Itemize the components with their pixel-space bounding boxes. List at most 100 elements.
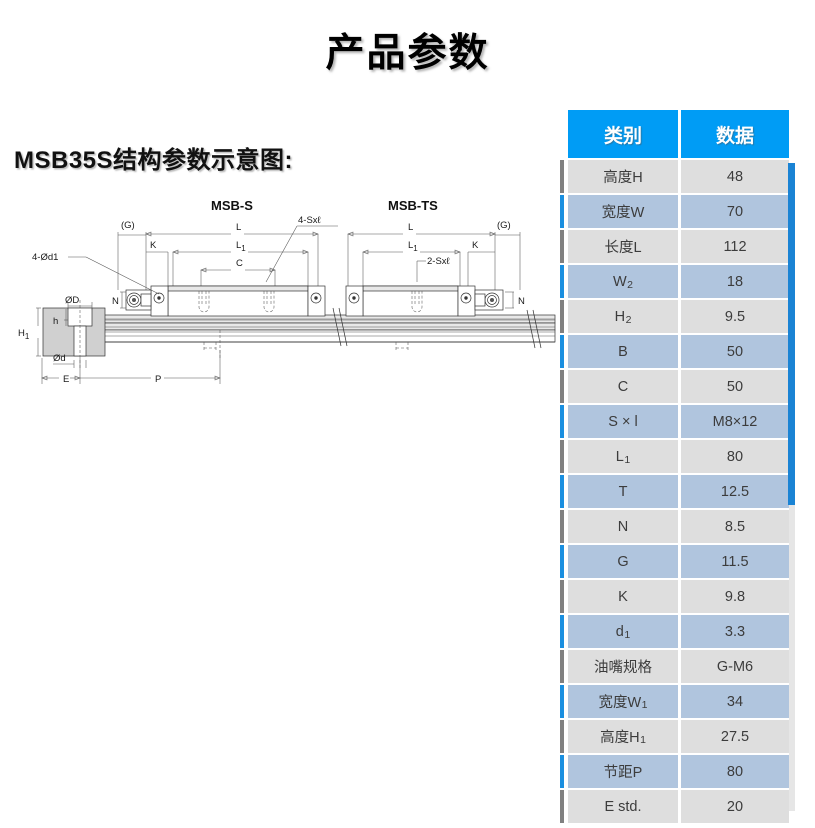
table-cell-value: 34 [681, 685, 789, 718]
table-cell-value: 80 [681, 755, 789, 788]
table-cell-category: 高度H [568, 160, 678, 193]
table-row: E std.20 [560, 790, 800, 823]
diagram-label-l1-left: L1 [236, 240, 246, 253]
table-cell-category-subscript: 2 [625, 313, 632, 326]
table-cell-value: 20 [681, 790, 789, 823]
table-cell-category: 节距P [568, 755, 678, 788]
diagram-label-k-right: K [472, 240, 479, 251]
table-cell-category: 油嘴规格 [568, 650, 678, 683]
diagram-label-4-od1: 4-Ød1 [32, 252, 58, 263]
table-cell-category: G [568, 545, 678, 578]
diagram-label-od-small: Ød [53, 353, 66, 364]
row-accent-bar [560, 440, 564, 473]
table-cell-value: G-M6 [681, 650, 789, 683]
table-cell-value: 50 [681, 370, 789, 403]
table-cell-value: M8×12 [681, 405, 789, 438]
table-cell-value: 12.5 [681, 475, 789, 508]
table-cell-category-subscript: 1 [641, 698, 648, 711]
row-accent-bar [560, 230, 564, 263]
table-cell-value: 80 [681, 440, 789, 473]
diagram-label-l-right: L [408, 222, 413, 233]
table-cell-value: 48 [681, 160, 789, 193]
diagram-label-od: ØD [65, 295, 79, 306]
row-accent-bar [560, 510, 564, 543]
row-accent-bar [560, 790, 564, 823]
page-title: 产品参数 [325, 32, 490, 75]
diagram-view-label-msb-ts: MSB-TS [388, 198, 438, 213]
diagram-label-h: h [53, 316, 58, 327]
table-cell-value: 3.3 [681, 615, 789, 648]
row-accent-bar [560, 335, 564, 368]
table-cell-category-subscript: 2 [627, 278, 634, 291]
diagram-label-k-left: K [150, 240, 157, 251]
diagram-label-g-left: (G) [121, 220, 135, 231]
table-header-category: 类别 [568, 110, 678, 158]
table-cell-category: B [568, 335, 678, 368]
diagram-label-l-left: L [236, 222, 241, 233]
table-cell-category: 长度L [568, 230, 678, 263]
table-cell-category: K [568, 580, 678, 613]
row-accent-bar [560, 195, 564, 228]
table-cell-value: 8.5 [681, 510, 789, 543]
table-cell-value: 27.5 [681, 720, 789, 753]
row-accent-bar [560, 685, 564, 718]
table-cell-value: 11.5 [681, 545, 789, 578]
diagram-label-g-right: (G) [497, 220, 511, 231]
row-accent-bar [560, 300, 564, 333]
row-accent-bar [560, 720, 564, 753]
table-cell-category: 宽度W [568, 195, 678, 228]
section-heading: MSB35S结构参数示意图: [14, 147, 294, 174]
table-cell-category: T [568, 475, 678, 508]
row-accent-bar [560, 580, 564, 613]
row-accent-bar [560, 545, 564, 578]
scrollbar-thumb[interactable] [788, 163, 795, 505]
row-accent-bar [560, 405, 564, 438]
row-accent-bar [560, 615, 564, 648]
table-cell-category-subscript: 1 [640, 733, 646, 746]
table-cell-category: C [568, 370, 678, 403]
diagram-label-l1-right: L1 [408, 240, 418, 253]
diagram-label-n-right: N [518, 296, 525, 307]
table-cell-category: S × l [568, 405, 678, 438]
diagram-label-screw-left: 4-Sxℓ [298, 215, 322, 226]
row-accent-bar [560, 650, 564, 683]
row-accent-bar [560, 475, 564, 508]
table-header-row: 类别 数据 [568, 110, 800, 158]
table-cell-value: 50 [681, 335, 789, 368]
diagram-label-screw-right: 2-Sxℓ [427, 256, 451, 267]
row-accent-bar [560, 370, 564, 403]
table-cell-value: 18 [681, 265, 789, 298]
table-cell-value: 9.8 [681, 580, 789, 613]
row-accent-bar [560, 265, 564, 298]
diagram-label-h1: H1 [18, 328, 30, 341]
table-cell-value: 9.5 [681, 300, 789, 333]
msb35s-structure-diagram: MSB-S MSB-TS (G) L K L1 [8, 190, 556, 390]
table-cell-category: E std. [568, 790, 678, 823]
diagram-view-label-msb-s: MSB-S [211, 198, 253, 213]
table-cell-value: 112 [681, 230, 789, 263]
table-cell-category-subscript: 1 [624, 453, 631, 466]
